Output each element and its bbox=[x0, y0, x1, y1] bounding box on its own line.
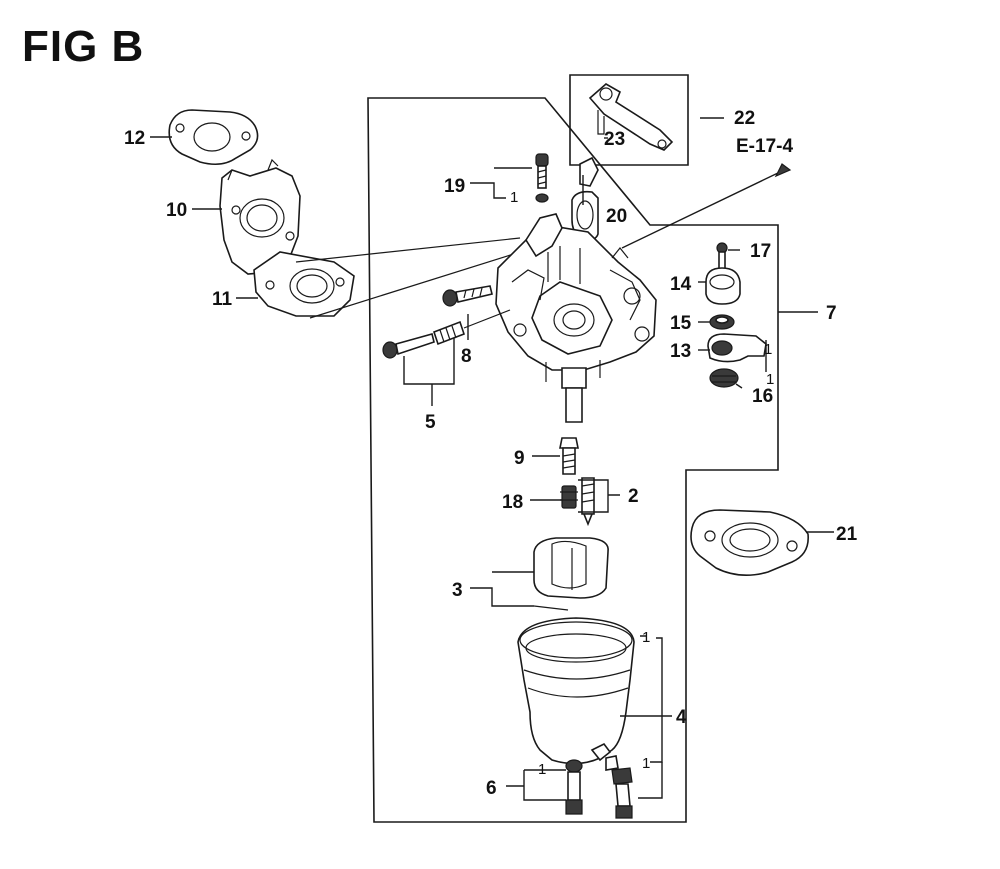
callout-6: 6 bbox=[486, 778, 497, 799]
part-16-seal bbox=[709, 368, 739, 388]
callout-18: 18 bbox=[502, 492, 523, 513]
callout-13: 13 bbox=[670, 341, 691, 362]
figure-title: FIG B bbox=[22, 22, 145, 71]
callout-2: 2 bbox=[628, 486, 639, 507]
qty-4b: 1 bbox=[642, 755, 650, 772]
callout-15: 15 bbox=[670, 313, 692, 334]
part-2-needle-valve bbox=[581, 477, 595, 527]
qty-16: 1 bbox=[766, 371, 774, 388]
qty-13: 1 bbox=[764, 341, 772, 358]
part-6-drain-bolt bbox=[565, 759, 583, 815]
callout-5: 5 bbox=[425, 412, 436, 433]
part-4-bowl-bolt bbox=[611, 767, 633, 819]
callout-22: 22 bbox=[734, 108, 755, 129]
callout-8: 8 bbox=[461, 346, 472, 367]
part-5-throttle-screw bbox=[382, 309, 511, 359]
callout-9: 9 bbox=[514, 448, 525, 469]
callout-12: 12 bbox=[124, 128, 145, 149]
part-21-gasket bbox=[690, 509, 809, 576]
callout-16: 16 bbox=[752, 386, 773, 407]
bracket-box-22 bbox=[569, 74, 689, 166]
part-3-float bbox=[533, 537, 609, 611]
callout-4: 4 bbox=[676, 707, 687, 728]
part-15-oring bbox=[709, 314, 735, 330]
part-13-body bbox=[707, 333, 767, 363]
assembly-frame-outline bbox=[367, 97, 779, 823]
alignment-line-11 bbox=[309, 251, 521, 319]
callout-10: 10 bbox=[166, 200, 187, 221]
callout-21: 21 bbox=[836, 524, 858, 545]
part-9-main-jet bbox=[559, 437, 579, 475]
qty-6: 1 bbox=[538, 761, 546, 778]
callout-labels: 12 10 11 19 20 22 23 17 14 15 13 16 7 8 … bbox=[124, 108, 858, 799]
alignment-line-10 bbox=[295, 237, 521, 263]
reference-label: E-17-4 bbox=[736, 136, 793, 157]
part-17-screw bbox=[716, 242, 728, 271]
callout-19: 19 bbox=[444, 176, 465, 197]
qty-4a: 1 bbox=[642, 629, 650, 646]
qty-19: 1 bbox=[510, 189, 518, 206]
part-14-cap bbox=[705, 267, 741, 305]
callout-3: 3 bbox=[452, 580, 463, 601]
part-10-insulator bbox=[219, 158, 301, 275]
part-18-jet bbox=[560, 485, 578, 509]
callout-11: 11 bbox=[212, 289, 233, 310]
part-20-choke-plate bbox=[571, 156, 599, 241]
part-8-pilot-screw bbox=[442, 285, 493, 307]
callout-23: 23 bbox=[604, 129, 625, 150]
callout-20: 20 bbox=[606, 206, 627, 227]
leader-lines bbox=[150, 117, 834, 801]
part-22-choke-lever bbox=[588, 83, 674, 151]
carburetor-body bbox=[495, 213, 657, 423]
quantity-labels: 1 1 1 1 1 1 bbox=[510, 189, 774, 778]
callout-17: 17 bbox=[750, 241, 771, 262]
part-4-float-bowl bbox=[517, 617, 635, 771]
callout-14: 14 bbox=[670, 274, 692, 295]
part-19-screw bbox=[535, 153, 549, 203]
reference-arrow bbox=[621, 163, 792, 249]
callout-7: 7 bbox=[826, 303, 837, 324]
part-12-gasket bbox=[168, 109, 259, 166]
